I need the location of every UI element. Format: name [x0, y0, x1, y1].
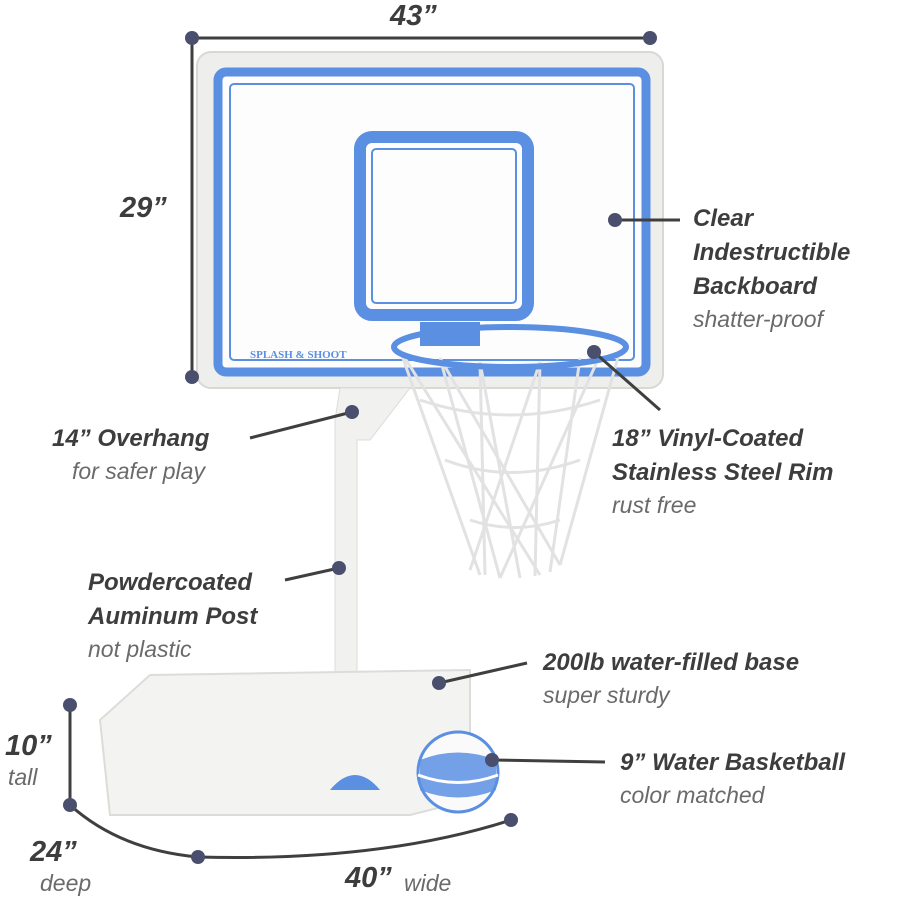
callout-post: Powdercoated Auminum Post not plastic: [88, 569, 258, 662]
wide-dimension: 40”: [345, 862, 392, 894]
callout-overhang: 14” Overhang for safer play: [52, 425, 210, 484]
callout-dots: [63, 31, 657, 864]
backboard-logo: SPLASH & SHOOT: [250, 349, 347, 361]
backboard: SPLASH & SHOOT: [196, 51, 664, 389]
tall-label: tall: [8, 764, 38, 790]
width-dimension: 43”: [390, 0, 437, 32]
dimension-lines: [68, 36, 680, 860]
post: [334, 387, 412, 726]
water-base: [98, 668, 471, 816]
rim: [391, 324, 629, 370]
callout-backboard: Clear Indestructible Backboard shatter-p…: [693, 205, 851, 332]
wide-label: wide: [404, 870, 452, 896]
rim-bracket: [420, 322, 480, 346]
callout-rim: 18” Vinyl-Coated Stainless Steel Rim rus…: [612, 425, 834, 518]
height-dimension: 29”: [120, 192, 167, 224]
tall-dimension: 10”: [5, 730, 52, 762]
callout-base: 200lb water-filled base super sturdy: [543, 649, 800, 708]
callout-ball: 9” Water Basketball color matched: [620, 749, 845, 808]
base-logo-icon: [330, 775, 380, 790]
deep-label: deep: [40, 870, 92, 896]
deep-dimension: 24”: [30, 836, 77, 868]
water-basketball: [416, 730, 500, 814]
net: [398, 349, 622, 579]
